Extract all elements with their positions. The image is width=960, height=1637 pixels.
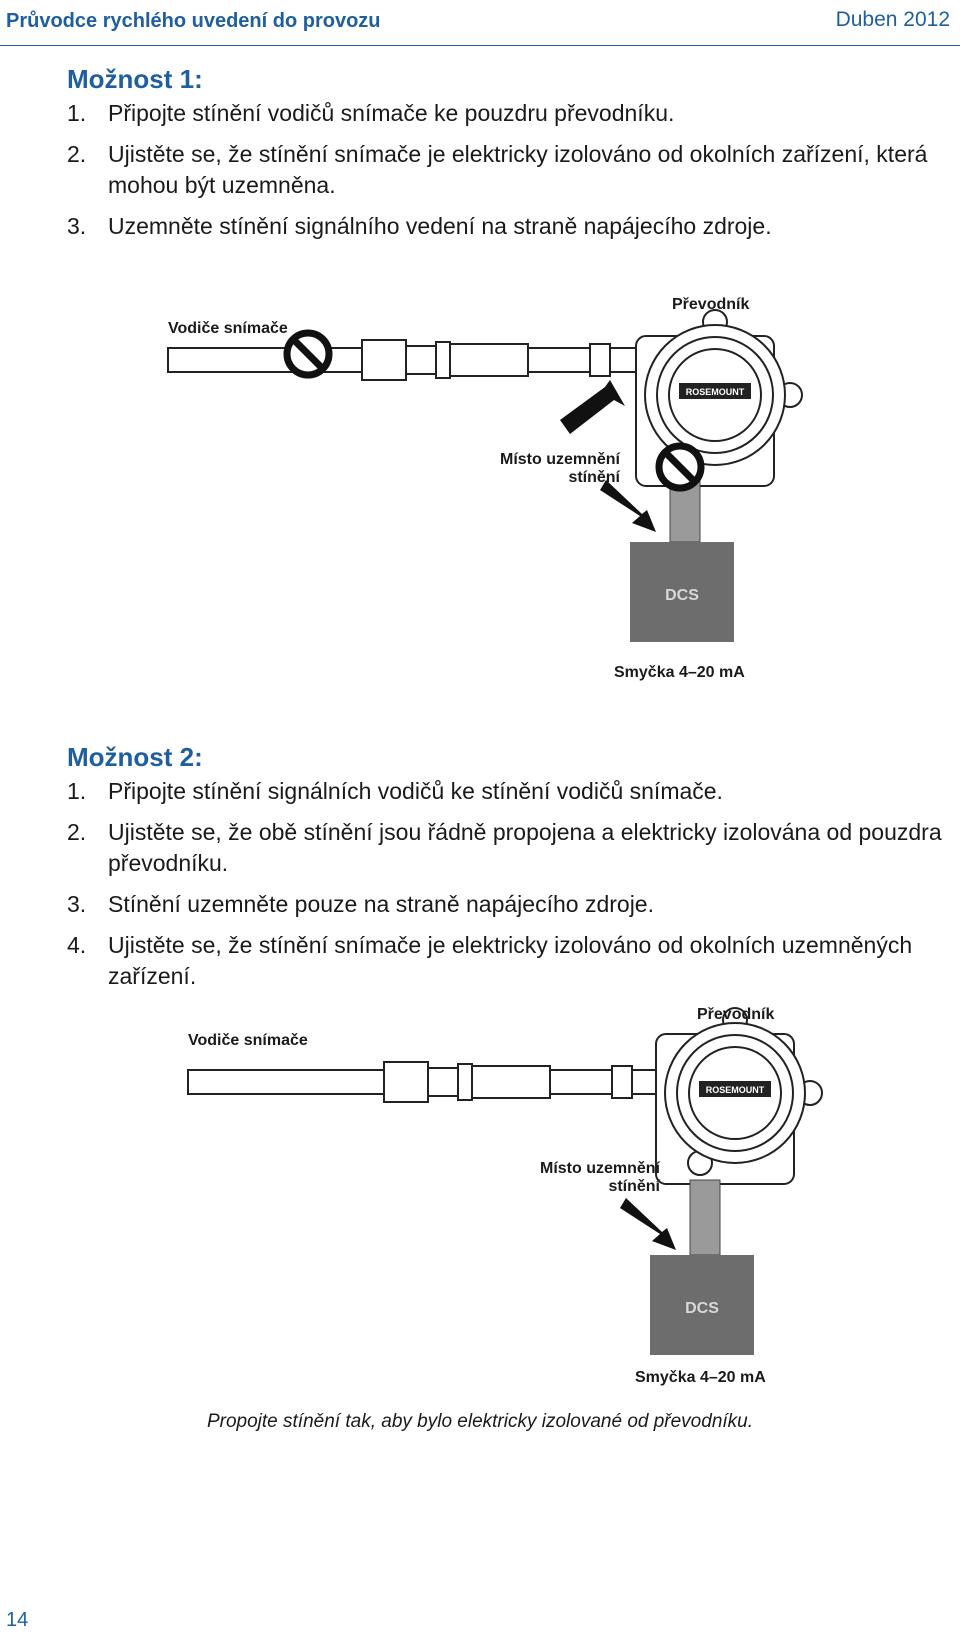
ground-point-label: Místo uzemnění stínění [488,451,620,487]
sensor-cable [187,1061,661,1103]
step-number: 3. [67,213,87,239]
step-text: Ujistěte se, že stínění snímače je elekt… [108,141,928,198]
step-number: 3. [67,891,87,917]
ground-point-label-line: stínění [608,1178,660,1195]
no-ground-symbol [283,329,333,379]
signal-conduit [689,1179,721,1256]
arrow-icon [600,480,656,532]
ground-point-label: Místo uzemnění stínění [508,1160,660,1196]
step-text: Připojte stínění signálních vodičů ke st… [108,778,723,804]
dcs-label: DCS [685,1300,719,1317]
step-text: Stínění uzemněte pouze na straně napájec… [108,891,654,917]
loop-label: Smyčka 4–20 mA [614,664,745,681]
transmitter-brand-text: ROSEMOUNT [706,1085,765,1095]
arrow-icon [560,380,625,434]
figure-caption: Propojte stínění tak, aby bylo elektrick… [206,1411,754,1432]
step-number: 1. [67,778,87,804]
ground-point-label-line: Místo uzemnění [499,451,620,468]
option1-wiring-figure: ROSEMOUNT DCS [167,309,803,642]
transmitter-label: Převodník [697,1006,775,1023]
dcs-label: DCS [665,587,699,604]
dcs-box [630,542,734,642]
transmitter-housing [655,1007,823,1185]
no-ground-symbol [655,442,705,492]
option1-heading: Možnost 1: [67,64,203,94]
header-date: Duben 2012 [835,8,950,31]
sensor-wires-label: Vodiče snímače [168,320,288,337]
transmitter-brand-text: ROSEMOUNT [686,387,745,397]
dcs-box [650,1255,754,1355]
option2-steps: 1. Připojte stínění signálních vodičů ke … [67,776,947,1002]
option2-step: 2. Ujistěte se, že obě stínění jsou řádně… [67,817,947,879]
step-text: Uzemněte stínění signálního vedení na st… [108,213,772,239]
option2-heading: Možnost 2: [67,742,203,772]
step-text: Připojte stínění vodičů snímače ke pouzd… [108,100,675,126]
step-number: 2. [67,141,87,167]
loop-label: Smyčka 4–20 mA [635,1369,766,1386]
ground-point-label-line: stínění [568,469,620,486]
header-divider [0,45,960,46]
step-text: Ujistěte se, že stínění snímače je elekt… [108,932,913,989]
option2-wiring-figure: ROSEMOUNT DCS [187,1007,823,1355]
option2-step: 3. Stínění uzemněte pouze na straně napáj… [67,889,947,920]
page-number: 14 [6,1609,29,1631]
option1-step: 2. Ujistěte se, že stínění snímače je ele… [67,139,947,201]
option2-step: 4. Ujistěte se, že stínění snímače je ele… [67,930,947,992]
step-number: 4. [67,932,87,958]
step-number: 2. [67,819,87,845]
sensor-cable [167,339,639,381]
option2-step: 1. Připojte stínění signálních vodičů ke … [67,776,947,807]
transmitter-label: Převodník [672,296,750,313]
header-title: Průvodce rychlého uvedení do provozu [6,10,381,32]
ground-point-label-line: Místo uzemnění [539,1160,660,1177]
step-text: Ujistěte se, že obě stínění jsou řádně p… [108,819,942,876]
sensor-wires-label: Vodiče snímače [188,1032,308,1049]
option1-step: 3. Uzemněte stínění signálního vedení na … [67,211,947,242]
step-number: 1. [67,100,87,126]
arrow-icon [620,1198,676,1250]
option1-diagram: ROSEMOUNT DCS Vodiče snímače Převodník M… [0,280,960,690]
option1-step: 1. Připojte stínění vodičů snímače ke pou… [67,98,947,129]
option1-steps: 1. Připojte stínění vodičů snímače ke pou… [67,98,947,252]
option2-diagram: ROSEMOUNT DCS Vodiče snímače Převodník M… [0,990,960,1390]
